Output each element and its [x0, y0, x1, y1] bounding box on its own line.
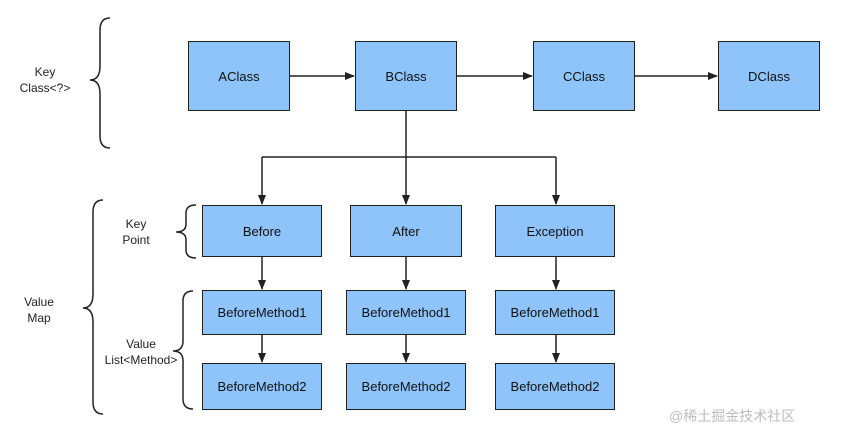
label-key-point: Key Point	[104, 216, 168, 248]
method-box-after-1: BeforeMethod1	[346, 290, 466, 335]
label-value-list: Value List<Method>	[98, 336, 184, 368]
class-box-cclass: CClass	[533, 41, 635, 111]
class-box-bclass: BClass	[355, 41, 457, 111]
method-box-before-1: BeforeMethod1	[202, 290, 322, 335]
label-value-list-line1: Value	[126, 337, 156, 351]
brace-value-list	[172, 290, 194, 410]
point-box-exception: Exception	[495, 205, 615, 257]
class-box-aclass: AClass	[188, 41, 290, 111]
label-key-class-line1: Key	[34, 65, 56, 79]
brace-key-point	[175, 204, 197, 259]
brace-value-map	[82, 199, 104, 415]
method-box-after-2: BeforeMethod2	[346, 363, 466, 410]
label-value-map: Value Map	[6, 294, 72, 326]
point-box-before: Before	[202, 205, 322, 257]
point-box-after: After	[350, 205, 462, 257]
label-key-class-line2: Class<?>	[19, 81, 71, 95]
brace-key-class	[89, 17, 111, 149]
label-key-class: Key Class<?>	[8, 64, 82, 96]
method-box-exception-2: BeforeMethod2	[495, 363, 615, 410]
watermark: @稀土掘金技术社区	[669, 408, 796, 424]
label-value-map-line2: Map	[27, 311, 51, 325]
label-key-point-line1: Key	[125, 217, 147, 231]
label-value-map-line1: Value	[24, 295, 54, 309]
method-box-exception-1: BeforeMethod1	[495, 290, 615, 335]
method-box-before-2: BeforeMethod2	[202, 363, 322, 410]
class-box-dclass: DClass	[718, 41, 820, 111]
label-value-list-line2: List<Method>	[104, 353, 178, 367]
label-key-point-line2: Point	[122, 233, 150, 247]
